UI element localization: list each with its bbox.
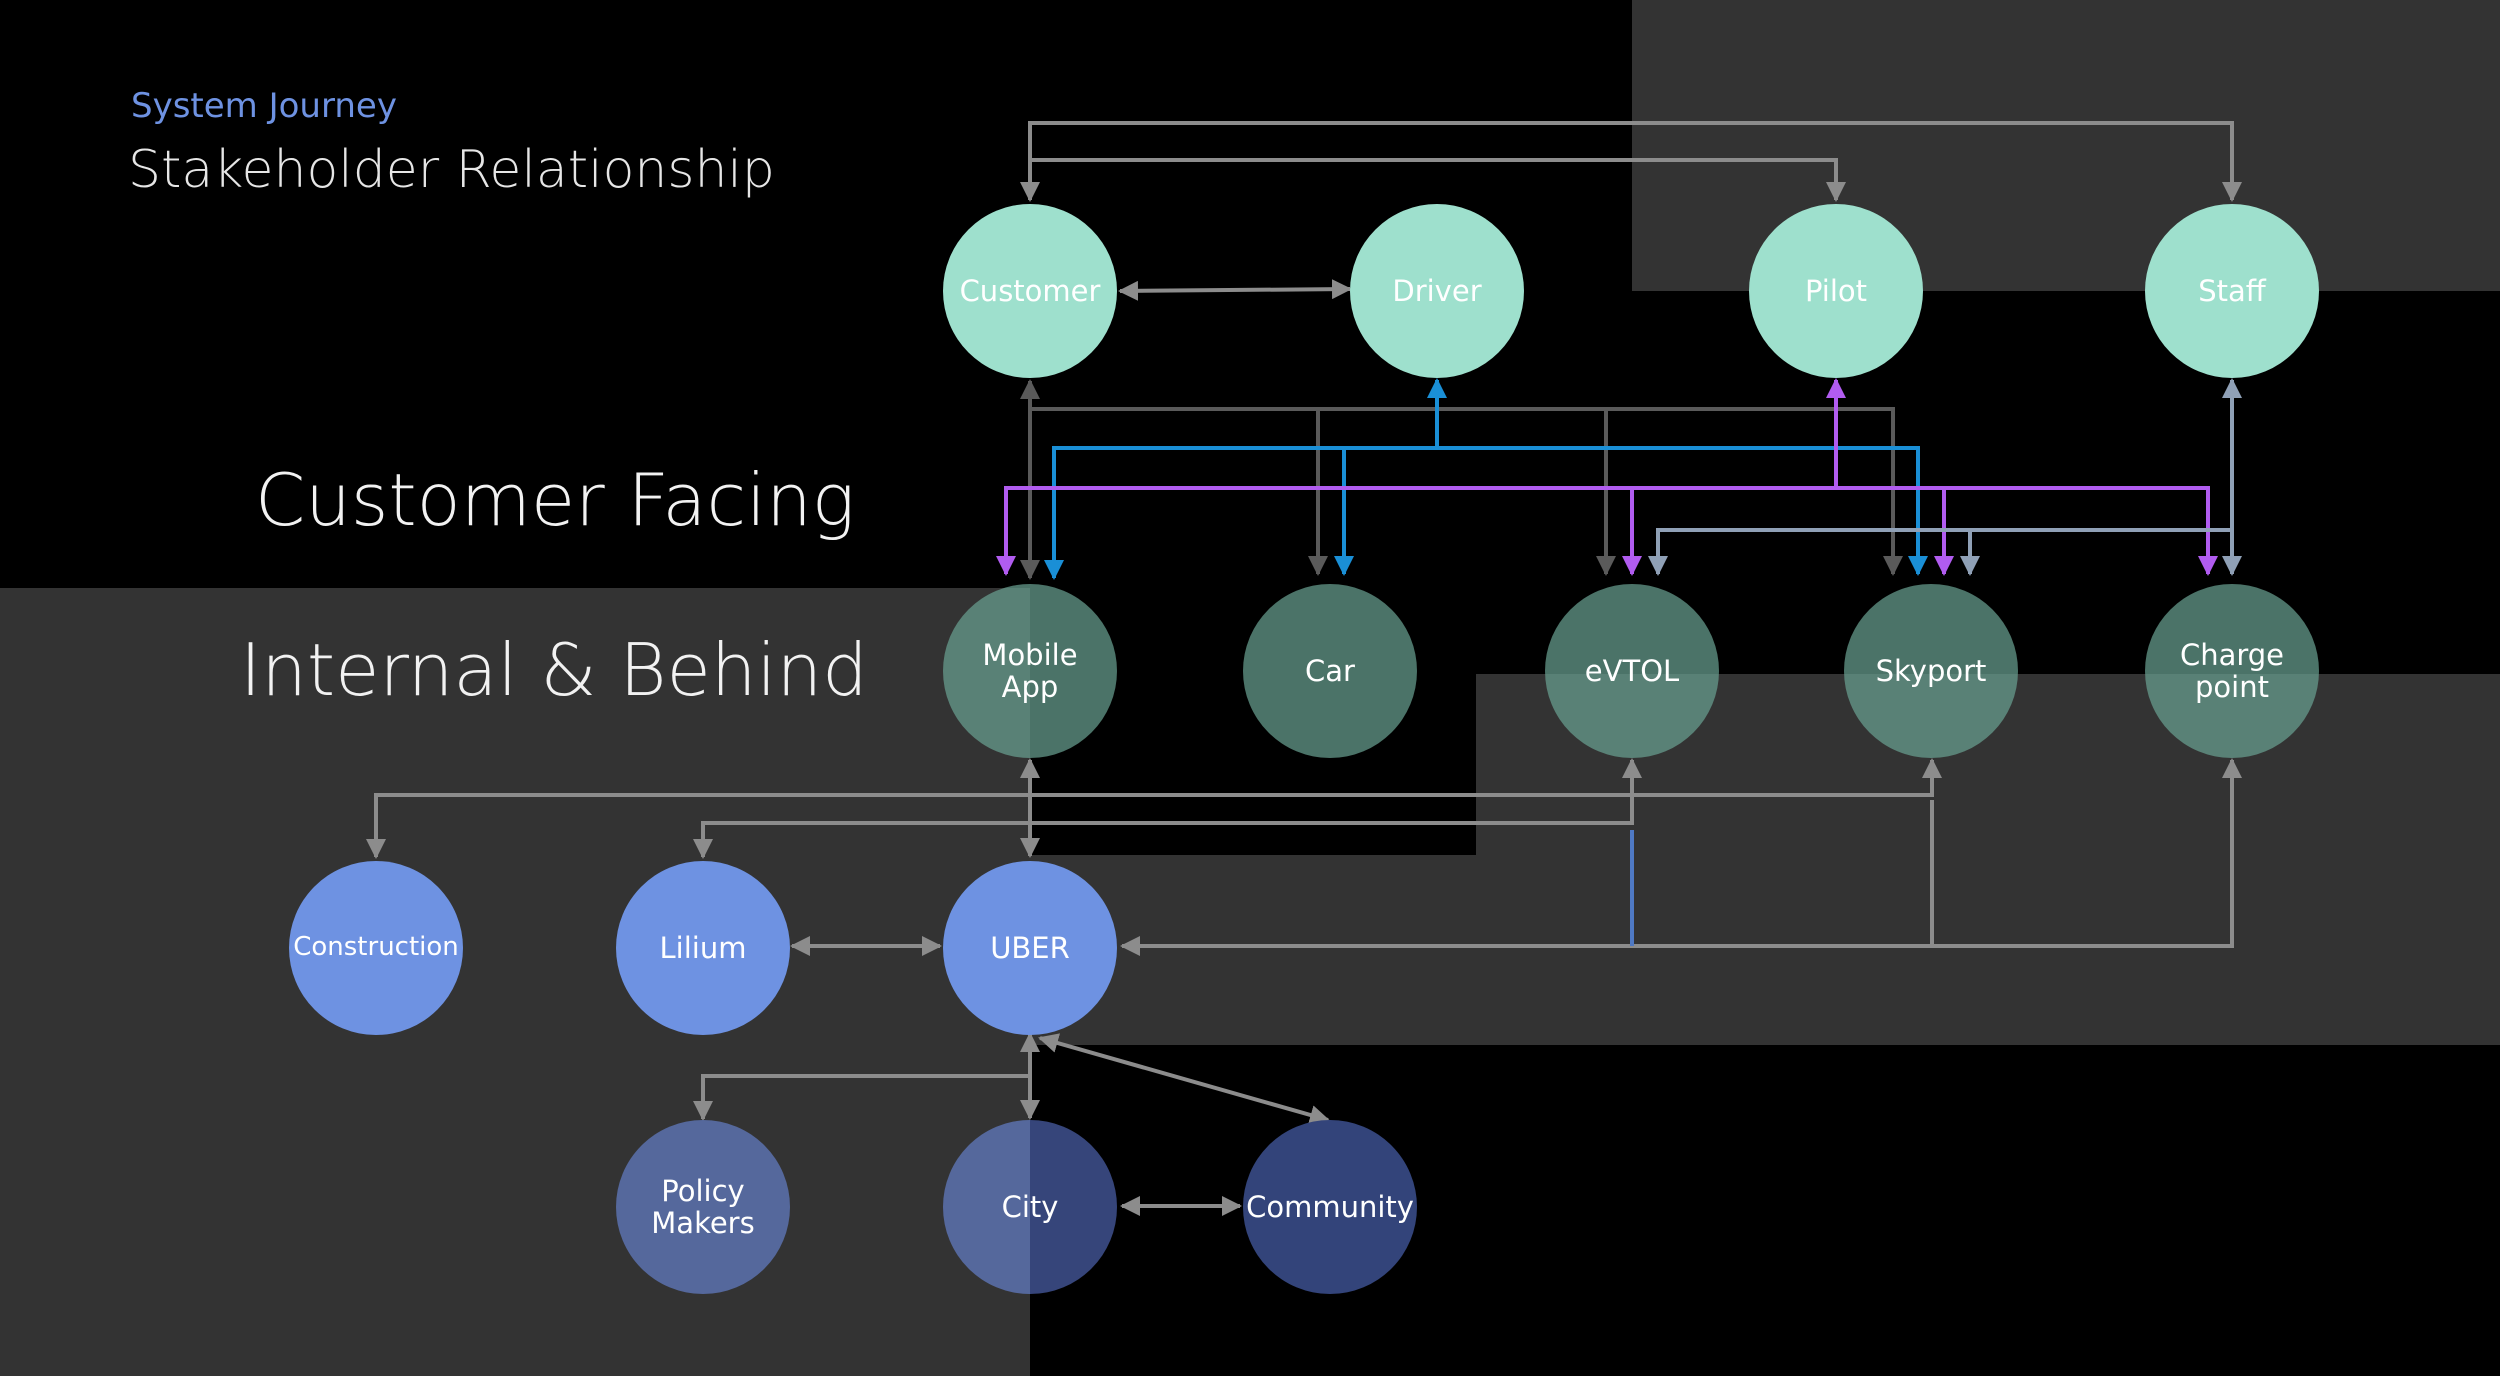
- diagram-title: Stakeholder Relationship: [128, 140, 775, 200]
- diagram-kicker: System Journey: [131, 86, 397, 126]
- connector-uber-chargepoint: [1120, 758, 2242, 956]
- node-construction-label: Construction: [293, 932, 459, 963]
- node-driver-label: Driver: [1392, 273, 1482, 308]
- node-mobile-app: Mobile App: [943, 584, 1117, 758]
- node-pilot-label: Pilot: [1804, 273, 1868, 308]
- connector-customer-pilot: [1030, 158, 1846, 202]
- node-car-label: Car: [1305, 653, 1355, 688]
- connector-skyport-construction: [366, 758, 1942, 859]
- node-pilot: Pilot: [1749, 204, 1923, 378]
- node-community: Community: [1243, 1120, 1417, 1294]
- node-car: Car: [1243, 584, 1417, 758]
- node-mobile-app-label: Mobile App: [982, 637, 1078, 704]
- node-driver: Driver: [1350, 204, 1524, 378]
- node-city-label: City: [1001, 1189, 1059, 1224]
- node-construction: Construction: [289, 861, 463, 1035]
- node-staff-label: Staff: [2198, 273, 2266, 308]
- node-charge-point: Charge point: [2145, 584, 2319, 758]
- node-city: City: [943, 1120, 1117, 1294]
- section-label-internal: Internal & Behind: [240, 628, 868, 712]
- node-evtol: eVTOL: [1545, 584, 1719, 758]
- node-community-label: Community: [1246, 1189, 1414, 1224]
- node-skyport: Skyport: [1844, 584, 2018, 758]
- connector-customer-driver: [1118, 279, 1352, 301]
- node-customer: Customer: [943, 204, 1117, 378]
- panel-internal-left: [0, 588, 1030, 1376]
- connector-uber-community: [1038, 1033, 1330, 1125]
- node-staff: Staff: [2145, 204, 2319, 378]
- node-policy-makers-label: Policy Makers: [651, 1173, 755, 1240]
- node-uber: UBER: [943, 861, 1117, 1035]
- node-lilium: Lilium: [616, 861, 790, 1035]
- node-customer-label: Customer: [959, 273, 1101, 308]
- node-skyport-label: Skyport: [1875, 653, 1987, 688]
- node-evtol-label: eVTOL: [1584, 653, 1680, 688]
- section-label-customer-facing: Customer Facing: [255, 458, 855, 542]
- node-lilium-label: Lilium: [659, 930, 747, 965]
- connector-evtol-construction-lilium: [693, 758, 1642, 859]
- node-policy-makers: Policy Makers: [616, 1120, 790, 1294]
- node-uber-label: UBER: [990, 930, 1070, 965]
- node-charge-point-label: Charge point: [2179, 637, 2285, 704]
